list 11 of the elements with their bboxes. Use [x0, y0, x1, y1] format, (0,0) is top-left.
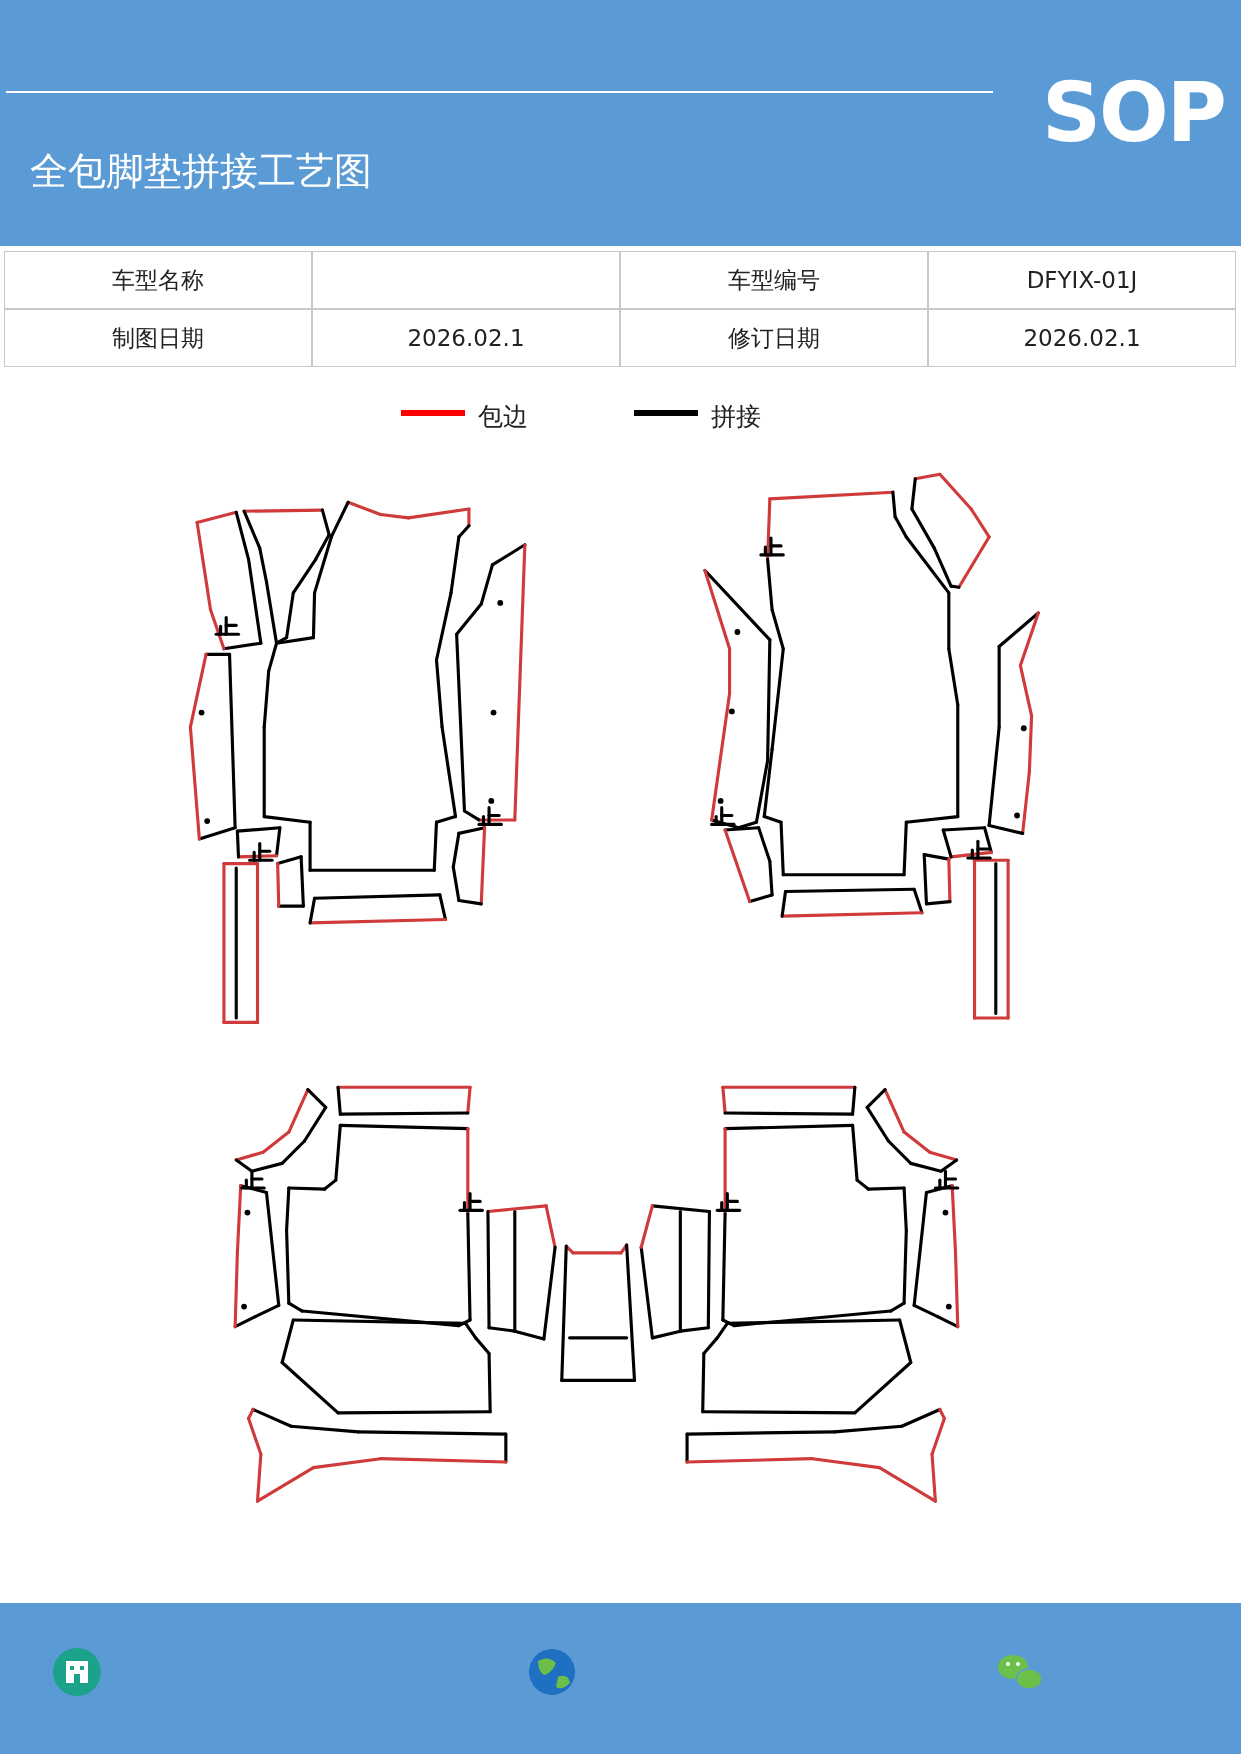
title: 全包脚垫拼接工艺图	[30, 148, 372, 195]
table-cell: 车型名称	[4, 251, 312, 309]
table-cell: 2026.02.1	[928, 309, 1236, 367]
legend-label: 拼接	[711, 401, 761, 433]
legend-label: 包边	[478, 401, 528, 433]
table-cell: 修订日期	[620, 309, 928, 367]
table-cell: DFYIX-01J	[928, 251, 1236, 309]
document-type: SOP	[1042, 72, 1225, 154]
table-cell: 2026.02.1	[312, 309, 620, 367]
table-cell: 制图日期	[4, 309, 312, 367]
table-cell: 车型编号	[620, 251, 928, 309]
